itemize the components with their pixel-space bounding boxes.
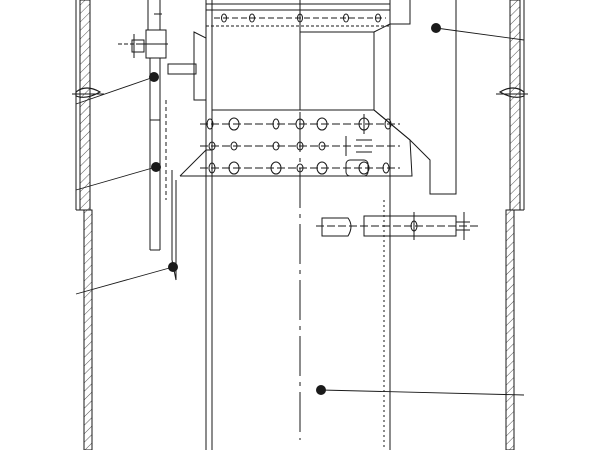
pin-detail	[316, 212, 480, 240]
reference-marker-rod-bottom	[168, 262, 178, 272]
right-outer-wall	[505, 0, 525, 450]
middle-hole-row-3	[200, 159, 400, 177]
reference-marker-column	[316, 385, 326, 395]
reference-marker-rod-middle	[151, 162, 161, 172]
left-outer-wall	[75, 0, 93, 450]
middle-hole-row-2	[200, 136, 400, 156]
left-clamp	[118, 29, 207, 101]
central-column	[205, 0, 391, 450]
middle-hole-row-1	[200, 114, 400, 134]
top-hole-row	[214, 13, 386, 23]
top-bracket-frame	[206, 0, 457, 195]
reference-marker-top-right	[431, 23, 441, 33]
reference-marker-clamp	[149, 72, 159, 82]
left-rod-assembly	[147, 0, 177, 281]
left-wall-clip	[72, 87, 104, 98]
right-wall-clip	[496, 87, 528, 98]
leader-lines	[75, 27, 525, 396]
